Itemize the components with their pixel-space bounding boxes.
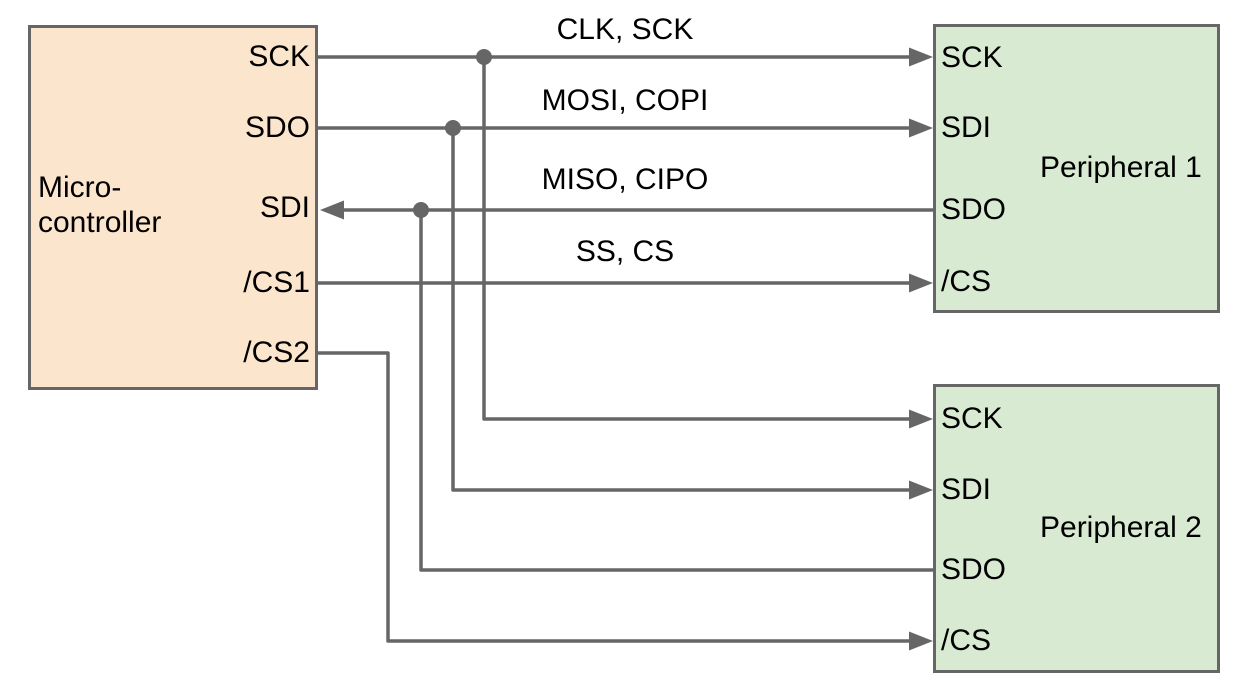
wire-cs2-to-peripheral2: [318, 351, 911, 643]
peripheral2-label: Peripheral 2: [1040, 511, 1202, 544]
peripheral1-pin-sdi: SDI: [941, 111, 992, 144]
wire-miso-branch-from-peripheral2: [419, 210, 933, 572]
microcontroller-label: Micro- controller: [38, 171, 162, 239]
peripheral1-pin-sdo: SDO: [941, 193, 1007, 226]
microcontroller-pin-cs2: /CS2: [243, 336, 310, 369]
wire-sck-branch-to-peripheral2: [482, 57, 911, 421]
peripheral2-pin-cs: /CS: [941, 624, 992, 657]
bus-label-chip-select: SS, CS: [575, 235, 675, 268]
peripheral1-pin-cs: /CS: [941, 265, 992, 298]
peripheral1-label: Peripheral 1: [1040, 151, 1202, 184]
arrowhead-microcontroller-sdi: [320, 200, 344, 220]
junction-dot-sck: [476, 49, 492, 65]
arrowhead-peripheral2-sdi: [909, 480, 933, 500]
bus-label-controller-out: MOSI, COPI: [541, 84, 709, 117]
arrowhead-peripheral2-sck: [909, 409, 933, 429]
arrowhead-peripheral1-sdi: [909, 118, 933, 138]
arrowhead-peripheral1-cs: [909, 273, 933, 293]
microcontroller-pin-cs1: /CS1: [243, 266, 310, 299]
wire-sdo-branch-to-peripheral2: [451, 128, 911, 492]
peripheral2-pin-sck: SCK: [941, 402, 1003, 435]
junction-dot-sdo: [445, 120, 461, 136]
arrowhead-peripheral1-sck: [909, 47, 933, 67]
peripheral2-pin-sdi: SDI: [941, 473, 992, 506]
microcontroller-pin-sdi: SDI: [259, 191, 310, 224]
junction-dot-miso: [413, 202, 429, 218]
microcontroller-pin-sdo: SDO: [244, 111, 310, 144]
arrowhead-peripheral2-cs: [909, 631, 933, 651]
bus-label-clock: CLK, SCK: [556, 13, 694, 46]
peripheral2-pin-sdo: SDO: [941, 553, 1007, 586]
microcontroller-pin-sck: SCK: [248, 40, 310, 73]
peripheral1-pin-sck: SCK: [941, 41, 1003, 74]
peripheral1-box: [933, 24, 1220, 313]
bus-label-controller-in: MISO, CIPO: [541, 163, 709, 196]
peripheral2-box: [933, 384, 1220, 673]
microcontroller-box: [28, 25, 318, 390]
